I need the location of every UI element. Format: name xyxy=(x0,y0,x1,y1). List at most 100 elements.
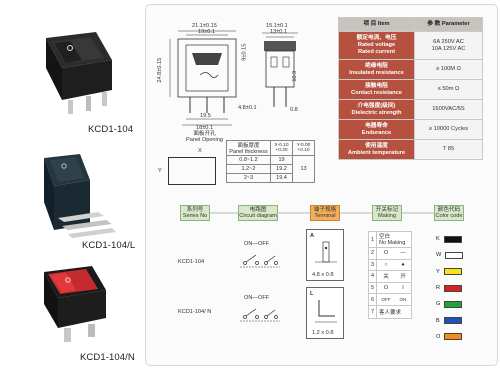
marking-symbol-left: OFF xyxy=(381,297,391,303)
terminal-letter: A xyxy=(310,233,315,239)
marking-number: 2 xyxy=(369,248,377,259)
marking-symbol-left: 关 xyxy=(383,274,389,281)
spec-row-contact: 接触电阻 Contact resistance ≤ 50m Ω xyxy=(338,79,483,100)
terminal-option-l: L 1.2 x 0.8 xyxy=(306,287,344,339)
side-dim-pin: 0.8 xyxy=(290,107,298,113)
spec-name-en: Insulated resistance xyxy=(349,69,404,76)
spec-row-insulation: 绝缘电阻 Insulated resistance ≥ 100M Ω xyxy=(338,59,483,80)
spec-value-line: 6A 250V AC xyxy=(433,38,464,45)
color-swatch xyxy=(443,317,462,325)
product-photo-kcd1-104 xyxy=(8,8,136,118)
spec-item-header-cn: 项 目 xyxy=(363,21,377,27)
side-dim-mid: 13±0.1 xyxy=(270,29,288,35)
color-row: W xyxy=(436,247,466,263)
terminal-letter: L xyxy=(310,291,314,297)
terminal-l-icon xyxy=(315,300,337,323)
spec-row-temperature: 使用温度 Ambient temperature T 85 xyxy=(338,139,483,160)
terminal-a-icon xyxy=(315,241,337,263)
spec-value: ≤ 50m Ω xyxy=(414,79,483,100)
series-no-header-cn: 系列号 xyxy=(186,206,204,213)
spec-name-en: Rated voltage xyxy=(357,42,396,48)
spec-name: 使用温度 Ambient temperature xyxy=(338,139,415,160)
spec-name-en: Ambient temperature xyxy=(347,149,406,156)
marking-text-cn: 空白 xyxy=(379,233,391,240)
marking-text-en: No Making xyxy=(379,239,406,246)
color-row: R xyxy=(436,280,466,296)
spec-name-en: Dielectric strength xyxy=(351,109,402,116)
spec-name-cn: 绝缘电阻 xyxy=(365,62,388,69)
panel-opening-title: 面板开孔 Panel Opening xyxy=(186,131,223,144)
spec-row-dielectric: 介电强度(级间) Dielectric strength 1500VAC/5S xyxy=(338,99,483,120)
color-code-header-en: Color code xyxy=(435,213,463,219)
marking-symbol-left: O xyxy=(383,285,389,292)
marking-number: 6 xyxy=(369,294,377,305)
color-row: Y xyxy=(436,264,466,280)
thickness-y: 13 xyxy=(292,155,315,183)
marking-symbol-right: ON xyxy=(399,297,407,303)
making-header: 开关标记 Making xyxy=(372,205,402,221)
marking-row: 4 关 开 xyxy=(369,271,411,283)
color-swatch xyxy=(443,268,462,276)
spec-name-en: Contact resistance xyxy=(351,89,402,96)
side-view-drawing: 15.1±0.1 13±0.1 10.9 0.8 xyxy=(256,21,310,121)
color-letter: W xyxy=(436,252,442,259)
color-letter: G xyxy=(436,301,441,308)
color-row: O xyxy=(436,329,466,345)
making-header-en: Making xyxy=(377,213,397,219)
panel-opening-en: Panel Opening xyxy=(186,137,224,144)
marking-symbol-right: 开 xyxy=(400,274,406,281)
spec-name: 绝缘电阻 Insulated resistance xyxy=(338,59,415,80)
spec-name-cn: 接触电阻 xyxy=(365,82,388,89)
terminal-header: 端子规格 Terminal xyxy=(310,205,340,221)
spec-parameter-header-cn: 参 数 xyxy=(427,21,441,27)
color-code-header-cn: 颜色代码 xyxy=(437,206,461,213)
spec-value: 1500VAC/5S xyxy=(414,99,483,120)
product-label: KCD1-104/L xyxy=(82,240,136,251)
spec-sheet: 21.1±0.15 19±0.1 24.8±0.15 9±0.15 19.5 1… xyxy=(145,4,498,366)
red-rocker-switch-image xyxy=(44,266,106,342)
series-no-header-en: Series No xyxy=(182,213,208,219)
color-letter: O xyxy=(436,333,441,340)
terminal-size: 1.2 x 0.8 xyxy=(312,330,334,336)
color-swatch xyxy=(444,333,463,341)
panel-x-label: X xyxy=(198,148,202,154)
dim-pin: 4.8±0.1 xyxy=(238,105,257,111)
spec-row-rated: 额定电流、电压 Rated voltage Rated current 6A 2… xyxy=(338,31,483,60)
spec-item-header-en: Item xyxy=(377,21,390,27)
spec-name-cn: 电器寿命 xyxy=(365,122,388,129)
spec-value: 6A 250V AC 10A 125V AC xyxy=(414,31,483,60)
panel-opening-cn: 面板开孔 xyxy=(193,131,216,137)
spec-name-en: Rated current xyxy=(358,49,395,55)
spec-name: 额定电流、电压 Rated voltage Rated current xyxy=(338,31,415,60)
marking-row: 6 OFF ON xyxy=(369,294,411,306)
spec-name-en: Endurance xyxy=(361,129,392,136)
making-header-cn: 开关标记 xyxy=(375,206,399,213)
terminal-header-cn: 端子规格 xyxy=(313,206,337,213)
product-photo-kcd1-104-l xyxy=(8,138,136,248)
panel-thickness-table: 面板厚度 Panel thickness X-0.10 +0.20 Y-0.00… xyxy=(226,140,315,183)
marking-number: 4 xyxy=(369,271,377,282)
spec-name: 介电强度(级间) Dielectric strength xyxy=(338,99,415,120)
color-swatch xyxy=(445,251,464,259)
marking-symbol-right: ● xyxy=(401,261,405,268)
color-letter: B xyxy=(436,317,440,324)
model-name: KCD1-104/ N xyxy=(178,309,212,315)
specification-table: 项 目 Item 参 数 Parameter 额定电流、电压 Rated vol… xyxy=(338,17,483,160)
color-swatch xyxy=(444,300,463,308)
marking-number: 7 xyxy=(369,305,377,318)
spec-name: 接触电阻 Contact resistance xyxy=(338,79,415,100)
color-row: K xyxy=(436,231,466,247)
thickness-header-cn: 面板厚度 xyxy=(237,143,260,149)
marking-row: 5 O I xyxy=(369,282,411,295)
circuit-diagram-icon xyxy=(240,308,280,322)
marking-symbol-right: — xyxy=(400,250,406,257)
marking-text-cn: 客人要求 xyxy=(379,309,402,316)
spec-parameter-header: 参 数 Parameter xyxy=(414,17,483,32)
dim-mid: 19±0.1 xyxy=(198,29,216,35)
model-name: KCD1-104 xyxy=(178,259,205,265)
panel-y-label: Y xyxy=(158,168,162,174)
marking-number: 1 xyxy=(369,232,377,247)
spec-name-cn: 额定电流、电压 xyxy=(356,35,397,41)
color-letter: K xyxy=(436,236,440,243)
spec-value-line: 10A 125V AC xyxy=(431,45,466,52)
